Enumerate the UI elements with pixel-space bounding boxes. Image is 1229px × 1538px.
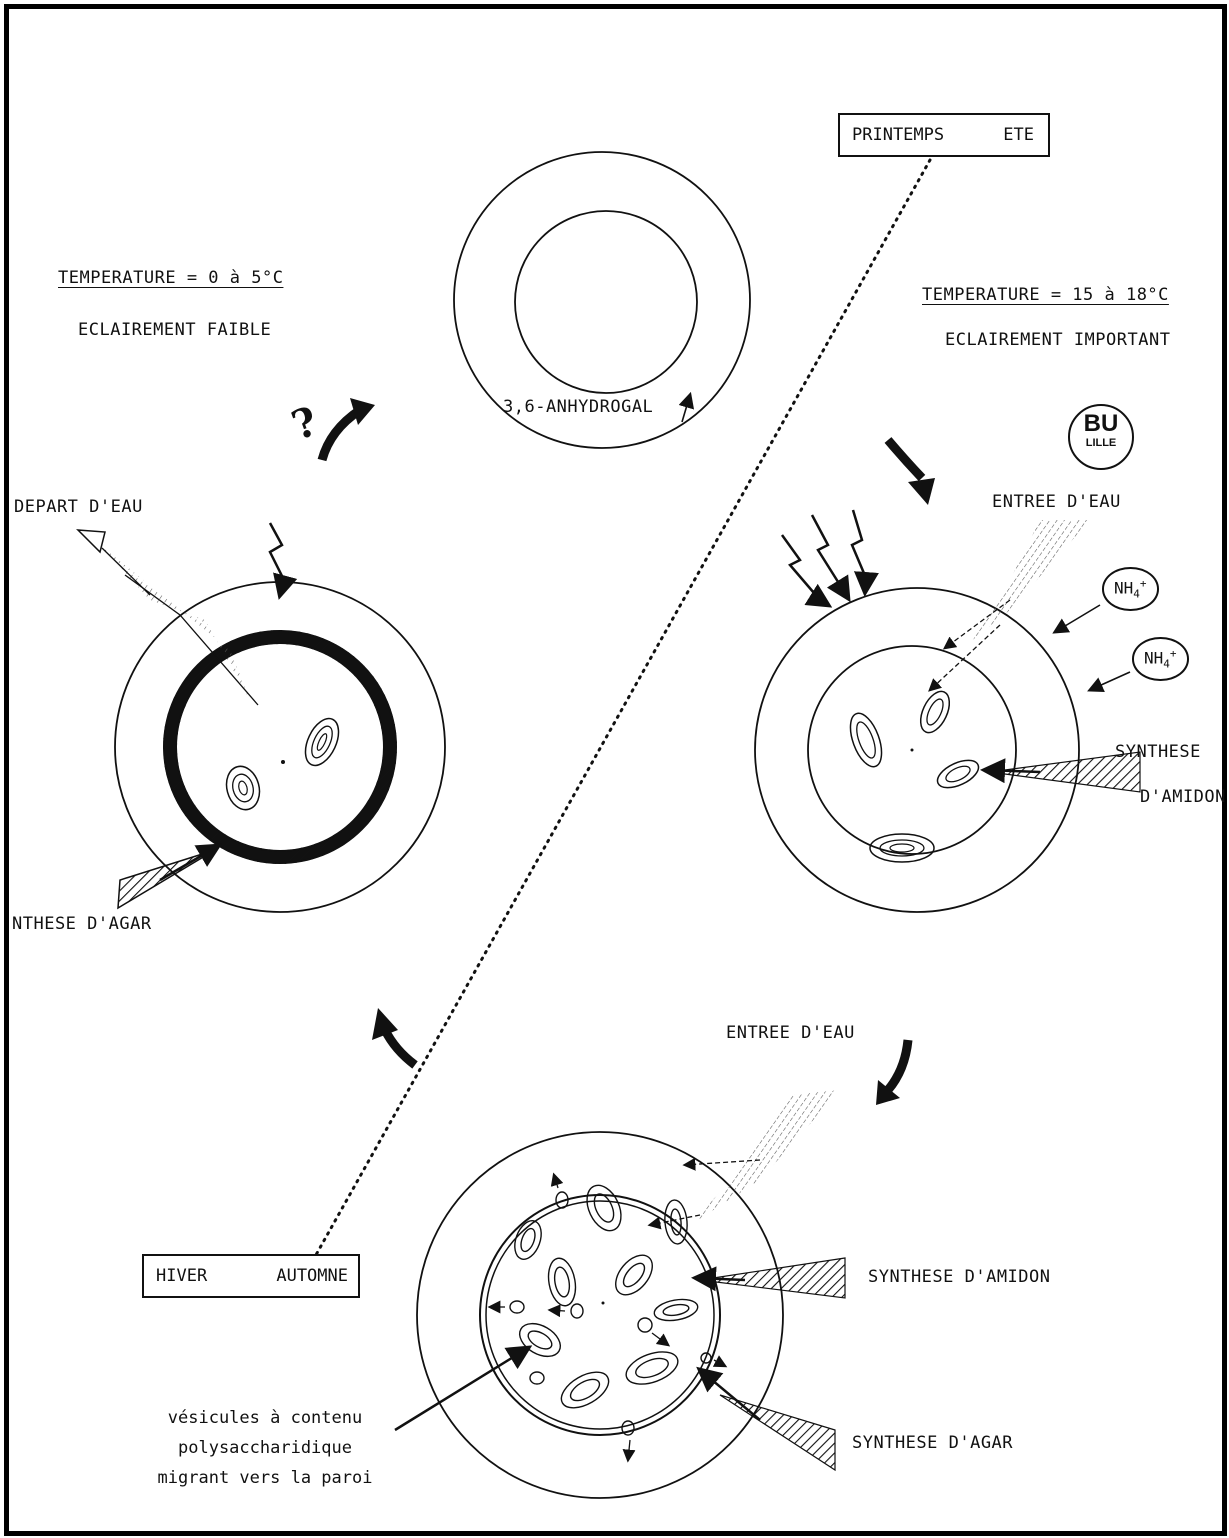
season-spring-label: PRINTEMPS [852, 125, 944, 145]
bottom-water-in-label: ENTREE D'EAU [726, 1023, 855, 1043]
vesicles-caption-line1: vésicules à contenu [130, 1403, 400, 1433]
season-divider-line [312, 160, 930, 1262]
summer-temperature: TEMPERATURE = 15 à 18°C [922, 285, 1169, 305]
vesicles-caption: vésicules à contenu polysaccharidique mi… [130, 1403, 400, 1493]
ion-sup: + [1140, 577, 1147, 590]
water-in-arrow [690, 1090, 840, 1225]
right-starch-label-line2: D'AMIDON [1140, 787, 1226, 807]
light-bolt-icon [812, 515, 848, 598]
ion-base: NH [1144, 648, 1163, 667]
ammonium-ion-2: NH4+ [1132, 637, 1189, 681]
light-bolt-icon [782, 535, 828, 605]
ion-sub: 4 [1133, 588, 1140, 601]
ion-sub: 4 [1163, 658, 1170, 671]
left-cell [78, 523, 445, 912]
water-in-arrow [960, 520, 1090, 650]
bottom-cell [395, 1090, 845, 1498]
vesicles-caption-line3: migrant vers la paroi [130, 1463, 400, 1493]
left-agar-synthesis-label: NTHESE D'AGAR [12, 914, 152, 934]
light-bolt-icon [270, 523, 284, 595]
season-summer-label: ETE [1003, 125, 1034, 145]
stamp-line2: LILLE [1070, 436, 1132, 450]
winter-temperature: TEMPERATURE = 0 à 5°C [58, 268, 283, 288]
winter-light: ECLAIREMENT FAIBLE [78, 320, 271, 340]
water-out-label: DEPART D'EAU [14, 497, 143, 517]
light-bolt-icon [852, 510, 866, 592]
season-box-winter-autumn: HIVER AUTOMNE [142, 1254, 360, 1298]
bottom-starch-synthesis-label: SYNTHESE D'AMIDON [868, 1267, 1051, 1287]
ion-sup: + [1170, 647, 1177, 660]
bottom-agar-synthesis-label: SYNTHESE D'AGAR [852, 1433, 1013, 1453]
arrow-winter-to-top [322, 410, 360, 460]
arrow-summer-to-bottom [888, 1040, 908, 1090]
agar-synthesis-arrow [720, 1395, 835, 1470]
season-autumn-label: AUTOMNE [276, 1266, 348, 1286]
stamp-line1: BU [1070, 412, 1132, 436]
ion-base: NH [1114, 578, 1133, 597]
right-water-in-label: ENTREE D'EAU [992, 492, 1121, 512]
vesicles-caption-line2: polysaccharidique [130, 1433, 400, 1463]
arrow-bottom-to-winter [385, 1030, 415, 1065]
bu-lille-stamp: BU LILLE [1068, 404, 1134, 470]
arrow-top-to-summer [888, 440, 922, 478]
right-starch-label-line1: SYNTHESE [1115, 742, 1201, 762]
right-cell [755, 510, 1140, 912]
season-box-spring-summer: PRINTEMPS ETE [838, 113, 1050, 157]
agar-synthesis-arrow [118, 850, 215, 908]
season-winter-label: HIVER [156, 1266, 207, 1286]
vesicle-pointer-line [395, 1348, 528, 1430]
anhydrogal-label: 3,6-ANHYDROGAL [503, 397, 653, 417]
summer-light: ECLAIREMENT IMPORTANT [945, 330, 1170, 350]
ammonium-ion-1: NH4+ [1102, 567, 1159, 611]
